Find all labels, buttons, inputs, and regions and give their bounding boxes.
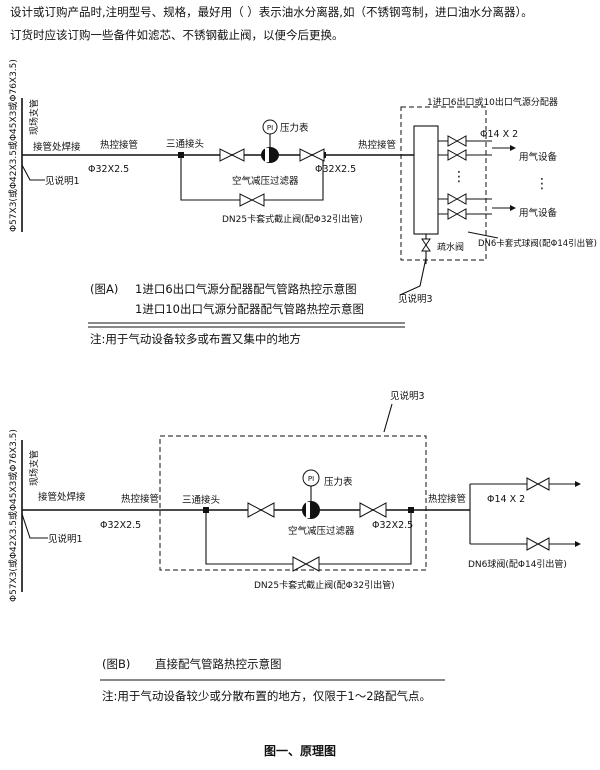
tee-label: 三通接头 [182,494,220,506]
note3-label-a: 见说明3 [398,293,433,305]
tee-label: 三通接头 [166,138,204,150]
note1-leader [21,513,48,539]
pipe-size-left-label: Φ32X2.5 [100,520,141,531]
outlet-size-label: Φ14 X 2 [480,129,518,140]
caption-a-prefix: (图A) [90,282,119,296]
pressure-gauge-label: 压力表 [280,122,309,134]
intro-line-2: 订货时应该订购一些备件如滤芯、不锈钢截止阀，以便今后更换。 [10,28,344,42]
note-a: 注:用于气动设备较多或布置又集中的地方 [90,332,301,346]
ball-valve-label: DN6卡套式球阀(配Φ14引出管) [478,238,597,249]
caption-a-line-1: 1进口6出口气源分配器配气管路热控示意图 [135,282,357,296]
note3-label-b: 见说明3 [390,390,425,402]
outlet-row-2 [438,149,492,161]
inlet-valve [247,502,275,518]
figure-title: 图一、原理图 [263,744,336,758]
weld-label: 接管处焊接 [38,491,86,503]
branch-pipe-label: 现场支管 [28,99,40,135]
weld-label: 接管处焊接 [33,141,81,153]
filter-label: 空气减压过滤器 [288,525,355,537]
hot-pipe-left-label: 热控接管 [121,493,159,505]
manifold-dashed-box [400,106,487,261]
outlet-row-2 [470,537,581,551]
caption-b-title: 直接配气管路热控示意图 [155,657,282,671]
outlet-valve [299,148,325,162]
manifold-label: 1进口6出口或10出口气源分配器 [427,96,558,108]
note-b: 注:用于气动设备较少或分散布置的地方，仅限于1～2路配气点。 [102,689,432,703]
main-pipe-spec-label: Φ57X3(或Φ42X3.5或Φ45X3或Φ76X3.5) [7,429,19,602]
tee-fitting [203,507,209,513]
equipment-ellipsis: ⋮ [535,176,549,192]
ball-valve-label: DN6球阀(配Φ14引出管) [468,558,567,570]
air-reducing-filter-icon [261,147,279,163]
caption-b-prefix: (图B) [102,657,131,671]
outlet-ellipsis: ⋮ [452,169,466,185]
drain-valve [421,238,431,252]
pressure-gauge-label: 压力表 [324,476,353,488]
tee-fitting [178,152,184,158]
intro-line-1: 设计或订购产品时,注明型号、规格，最好用（ ）表示油水分离器,如（不锈钢弯制，进… [10,5,533,19]
caption-a-line-2: 1进口10出口气源分配器配气管路热控示意图 [135,302,364,316]
pipe-size-right-label: Φ32X2.5 [372,520,413,531]
diagram-a: Φ57X3(或Φ42X3.5或Φ45X3或Φ76X3.5) 现场支管 接管处焊接… [7,59,597,328]
pipe-size-right-label: Φ32X2.5 [315,164,356,175]
bypass-globe-valve [292,556,320,572]
bypass-globe-valve [239,193,265,207]
arrow-icon [510,205,516,211]
bypass-valve-label: DN25卡套式截止阀(配Φ32引出管) [254,579,395,591]
arrow-icon [510,145,516,151]
filter-label: 空气减压过滤器 [232,175,299,187]
pipe-size-left-label: Φ32X2.5 [88,164,129,175]
outlet-row-1 [438,135,492,147]
hot-pipe-right-label: 热控接管 [428,493,466,505]
main-pipe-spec-label: Φ57X3(或Φ42X3.5或Φ45X3或Φ76X3.5) [7,59,19,232]
equipment-top-label: 用气设备 [519,151,558,163]
outlet-row-3 [438,193,492,205]
air-reducing-filter-icon [302,501,320,519]
arrow-icon [575,541,581,547]
bypass-valve-label: DN25卡套式截止阀(配Φ32引出管) [222,213,363,225]
hot-pipe-right-label: 热控接管 [358,139,396,151]
arrow-icon [575,481,581,487]
equipment-bottom-label: 用气设备 [519,207,558,219]
outlet-row-1 [470,477,581,491]
drain-valve-label: 疏水阀 [437,241,464,253]
distributor-body [413,125,439,235]
outlet-valve [359,502,387,518]
hot-pipe-left-label: 热控接管 [100,139,138,151]
note1-label: 见说明1 [48,533,83,545]
gauge-symbol: PI [267,124,273,132]
branch-pipe-label: 现场支管 [28,450,40,486]
inlet-valve [219,148,245,162]
gauge-symbol: PI [308,475,314,483]
diagram-b: 见说明3 Φ57X3(或Φ42X3.5或Φ45X3或Φ76X3.5) 现场支管 … [7,390,581,681]
note1-leader [21,164,45,181]
outlet-size-label: Φ14 X 2 [487,494,525,505]
tee-fitting-right [408,507,414,513]
outlet-row-4 [438,208,492,220]
note1-label: 见说明1 [45,175,80,187]
